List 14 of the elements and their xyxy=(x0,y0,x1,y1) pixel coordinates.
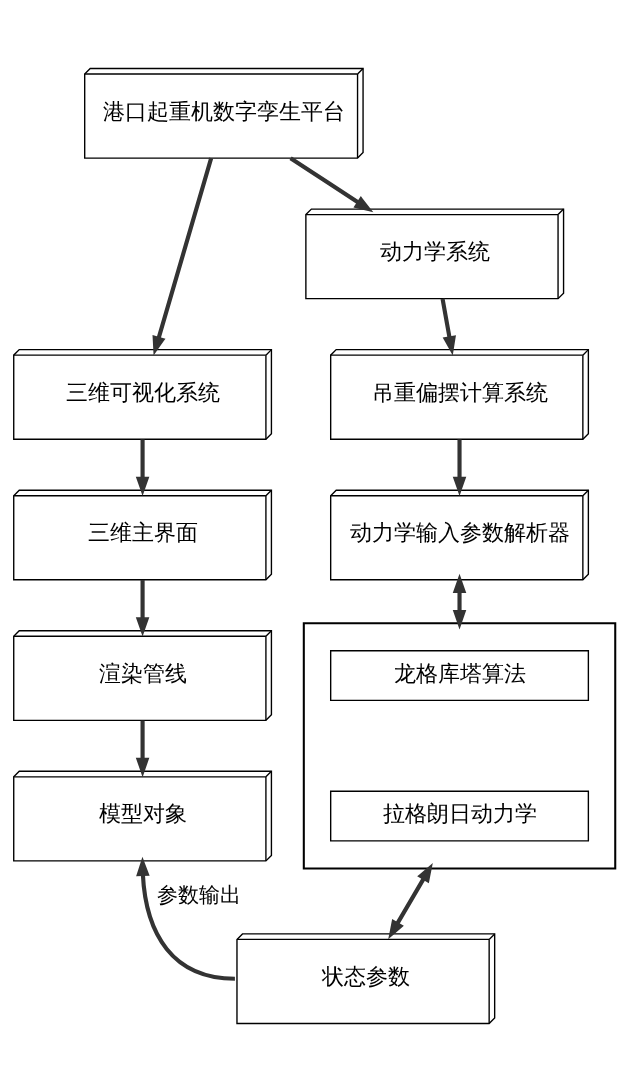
arrow xyxy=(152,157,214,355)
arrow xyxy=(135,720,150,777)
arrow xyxy=(452,438,467,496)
arrow xyxy=(440,297,456,355)
arrow xyxy=(452,573,467,629)
node-box: 龙格库塔算法 xyxy=(330,649,590,701)
edge-label: 参数输出 xyxy=(157,882,242,907)
arrow xyxy=(289,156,374,212)
arrow xyxy=(136,856,236,981)
arrow xyxy=(135,438,150,496)
arrow xyxy=(388,862,433,939)
cluster xyxy=(302,621,617,869)
node-box: 拉格朗日动力学 xyxy=(330,790,590,842)
arrow xyxy=(135,579,150,637)
